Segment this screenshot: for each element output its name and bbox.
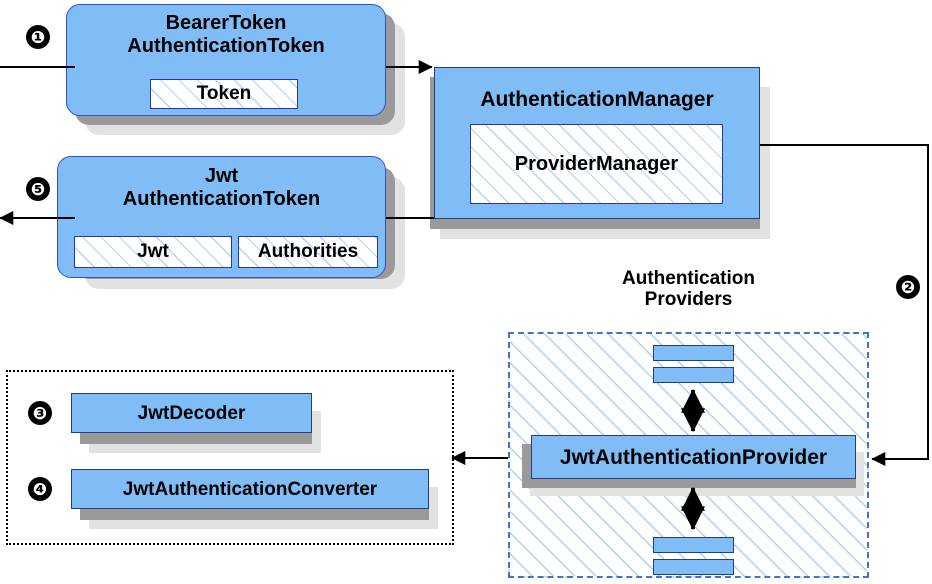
provider-stack-bar-bottom-1 [653, 537, 734, 553]
authentication-providers-title: Authentication Providers [508, 268, 869, 311]
badge-step-4: ❹ [28, 477, 52, 501]
jwt-inner-box[interactable]: Jwt [74, 236, 232, 268]
authorities-inner-box[interactable]: Authorities [238, 236, 378, 268]
bearer-token-label-line1: BearerToken [165, 12, 287, 34]
badge-step-2: ❷ [896, 275, 920, 299]
badge-step-1: ❶ [26, 25, 50, 49]
jwt-authentication-provider-node[interactable]: JwtAuthenticationProvider [531, 435, 856, 479]
provider-stack-bar-top-2 [653, 367, 734, 383]
token-inner-box[interactable]: Token [150, 79, 298, 109]
badge-step-3: ❸ [28, 401, 52, 425]
providers-title-line2: Providers [644, 289, 733, 311]
bearer-token-label-line2: AuthenticationToken [127, 35, 325, 57]
providers-title-line1: Authentication [622, 268, 755, 289]
jwt-authentication-converter-node[interactable]: JwtAuthenticationConverter [71, 469, 429, 509]
provider-stack-bar-bottom-2 [653, 559, 734, 575]
provider-stack-bar-top-1 [653, 345, 734, 361]
jwt-decoder-node[interactable]: JwtDecoder [71, 393, 312, 433]
authentication-manager-label: AuthenticationManager [480, 88, 714, 111]
jwt-token-label-line2: AuthenticationToken [122, 188, 321, 210]
provider-manager-inner-box[interactable]: ProviderManager [470, 124, 723, 204]
badge-step-5: ❺ [26, 177, 50, 201]
jwt-token-label-line1: Jwt [204, 165, 239, 187]
